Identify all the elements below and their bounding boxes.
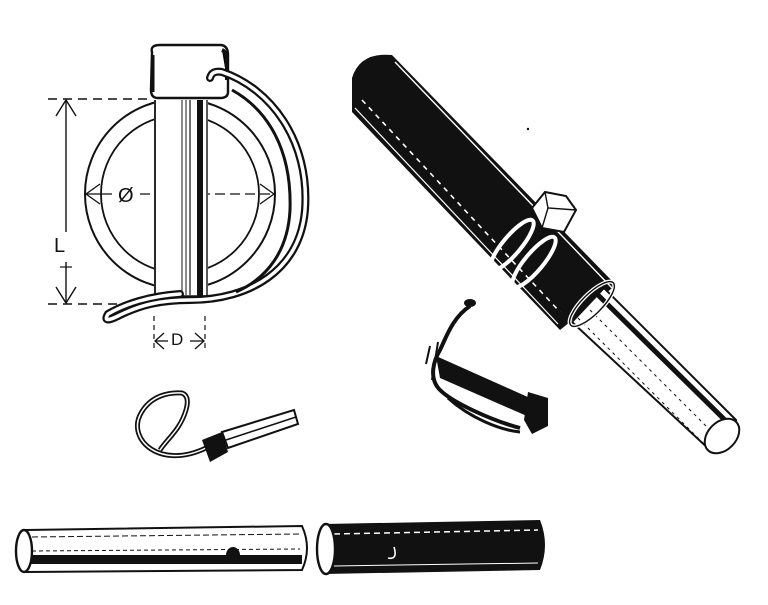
pin-head bbox=[149, 43, 230, 100]
pin-in-tube-view bbox=[352, 54, 741, 455]
dark-tube-with-hole bbox=[315, 520, 545, 576]
pin-diameter-label: D bbox=[171, 330, 184, 349]
pin-diameter-dimension bbox=[153, 316, 206, 352]
spring-wire-bow bbox=[102, 67, 310, 324]
length-dimension bbox=[55, 98, 77, 305]
loose-pin-sketch bbox=[135, 390, 300, 462]
dark-pin-sketch bbox=[425, 299, 548, 434]
diameter-label: Ø bbox=[118, 185, 134, 207]
length-label: L bbox=[54, 235, 66, 257]
pin-shaft bbox=[154, 98, 208, 298]
light-tube-with-hole bbox=[14, 524, 308, 574]
pin-head-hex bbox=[530, 190, 578, 234]
dimensioned-linch-pin-view bbox=[48, 43, 310, 352]
